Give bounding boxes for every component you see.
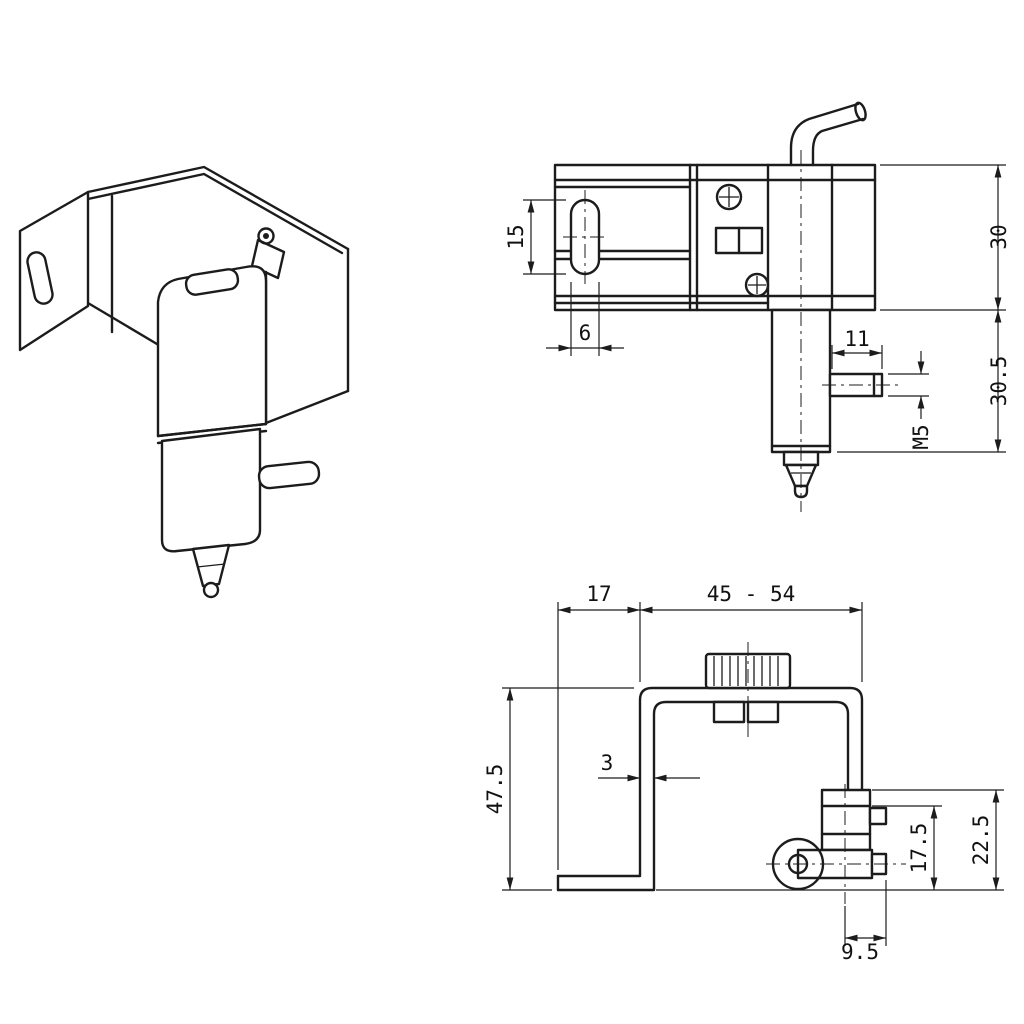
dim-label-pin-center-height: 17.5 bbox=[907, 823, 931, 874]
nut-washer-left bbox=[712, 700, 746, 724]
pivot-assembly bbox=[766, 784, 906, 904]
mounting-slot bbox=[26, 251, 54, 305]
dimension-pin-center-height: 17.5 bbox=[656, 805, 1004, 891]
dimension-body-height: 30 bbox=[880, 164, 1011, 311]
dimension-thread: M5 bbox=[888, 351, 933, 450]
screw-top bbox=[715, 183, 743, 211]
dim-label-adjust-range: 45 - 54 bbox=[707, 582, 796, 606]
hinge-barrel-upper bbox=[156, 265, 268, 438]
hinge-barrel bbox=[156, 265, 321, 599]
pivot-bolt-block bbox=[820, 788, 872, 852]
isometric-view bbox=[18, 165, 350, 599]
dim-label-pin-top-height: 22.5 bbox=[969, 815, 993, 866]
dim-label-thread: M5 bbox=[909, 424, 933, 449]
front-dimensions: 15 6 30 30.5 bbox=[504, 164, 1011, 453]
bracket-inner-profile bbox=[556, 700, 850, 892]
hinge-pin-top bbox=[184, 268, 240, 296]
dimension-slot-width: 6 bbox=[546, 282, 624, 356]
inner-hole bbox=[250, 238, 286, 280]
bottom-view: 17 45 - 54 47.5 3 17.5 bbox=[483, 582, 1004, 964]
side-pin bbox=[257, 460, 321, 490]
pin-tip-ball bbox=[202, 581, 220, 599]
nut-washer-right bbox=[746, 700, 780, 724]
mounting-plate bbox=[18, 190, 90, 352]
bottom-dimensions: 17 45 - 54 47.5 3 17.5 bbox=[483, 582, 1004, 964]
dim-label-slot-height: 15 bbox=[504, 224, 528, 249]
screw-bottom bbox=[744, 272, 770, 298]
dimension-material-thickness: 3 bbox=[598, 751, 700, 782]
pivot-side-tab bbox=[868, 806, 888, 826]
bracket-outer-profile bbox=[556, 686, 864, 878]
dim-label-foot-length: 17 bbox=[586, 582, 611, 606]
tip-end-front bbox=[793, 484, 809, 499]
front-geometry bbox=[553, 101, 902, 512]
dimension-lower-height: 30.5 bbox=[837, 310, 1011, 453]
dimension-pin-top-height: 22.5 bbox=[872, 789, 1004, 890]
dim-label-total-height: 47.5 bbox=[483, 764, 507, 815]
dimension-slot-height: 15 bbox=[504, 199, 566, 275]
dim-label-lower-height: 30.5 bbox=[987, 356, 1011, 407]
dim-label-pin-end-offset: 9.5 bbox=[841, 940, 879, 964]
inner-screw-dot bbox=[263, 233, 269, 239]
hinge-barrel-lower bbox=[160, 427, 262, 553]
bent-handle bbox=[789, 101, 867, 167]
dimension-foot-length: 17 bbox=[557, 582, 641, 870]
front-view: 15 6 30 30.5 bbox=[504, 101, 1011, 512]
handle-end-cap bbox=[854, 101, 867, 122]
dimension-adjust-range: 45 - 54 bbox=[640, 582, 863, 682]
dimension-pin-end-offset: 9.5 bbox=[841, 880, 887, 964]
dimension-total-height: 47.5 bbox=[483, 687, 634, 891]
dim-label-pin-length: 11 bbox=[844, 327, 869, 351]
bottom-geometry bbox=[556, 642, 906, 904]
dimension-pin-length: 11 bbox=[831, 327, 883, 369]
dim-label-body-height: 30 bbox=[987, 224, 1011, 249]
dim-label-slot-width: 6 bbox=[579, 321, 592, 345]
inner-screw bbox=[257, 227, 275, 245]
dim-label-material-thickness: 3 bbox=[601, 751, 614, 775]
